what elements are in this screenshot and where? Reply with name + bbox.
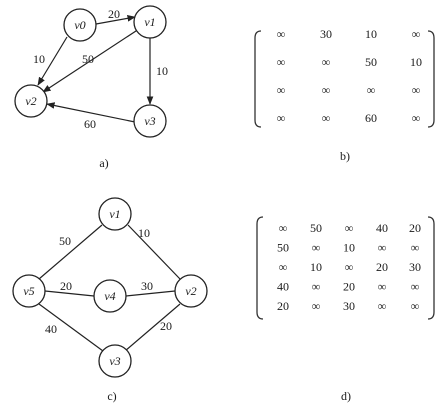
matrix-b-cell-r3-c3: ∞ [412,111,421,125]
edge-weight-v1-v3: 10 [156,64,168,78]
matrix-d-cell-r2-c4: 30 [409,260,421,274]
matrix-b-right-bracket [427,30,435,128]
node-v1 [98,197,132,231]
caption-c: c) [107,389,116,403]
edge-weight-v5-v3: 40 [45,322,57,336]
node-v3 [98,344,132,378]
node-v2 [14,84,48,118]
matrix-b-cell-r0-c2: 10 [365,27,377,41]
matrix-b-cell-r1-c1: ∞ [322,55,331,69]
matrix-d-cell-r4-c4: ∞ [411,299,420,313]
matrix-d-cell-r3-c3: ∞ [378,280,387,294]
matrix-d-cell-r1-c2: 10 [343,241,355,255]
caption-a: a) [99,156,108,170]
matrix-b-cell-r1-c2: 50 [365,55,377,69]
matrix-b-cell-r3-c2: 60 [365,111,377,125]
node-v3-label: v3 [144,114,155,128]
edge-v3-v2 [46,102,136,123]
edge-weight-v5-v4: 20 [60,279,72,293]
node-v5-label: v5 [23,284,34,298]
matrix-d-cell-r1-c4: ∞ [411,241,420,255]
matrix-d-cell-r0-c2: ∞ [345,221,354,235]
matrix-d: ∞ 50 ∞ 40 20 50 ∞ 10 ∞ ∞ ∞ 10 ∞ 20 30 40 ∞ 20 ∞ ∞ 20 ∞ 30 ∞ ∞ d) [256,216,435,403]
node-v2-label: v2 [25,94,36,108]
caption-d: d) [341,389,351,403]
node-v0-label: v0 [74,18,85,32]
matrix-b-cell-r0-c1: 30 [320,27,332,41]
edge-weight-v1-v2: 10 [138,226,150,240]
matrix-d-cell-r3-c4: ∞ [411,280,420,294]
edge-weight-v1-v2: 50 [82,52,94,66]
matrix-d-cell-r2-c3: 20 [376,260,388,274]
node-v5 [12,274,46,308]
node-v1-label: v1 [144,15,155,29]
graph-a: 20 10 50 10 60 v0 v1 v2 v3 a) [14,5,168,170]
node-v2-label: v2 [185,284,196,298]
matrix-b-cell-r2-c2: ∞ [367,83,376,97]
node-v2 [174,274,208,308]
matrix-d-right-bracket [427,216,435,320]
node-v4 [93,279,127,313]
matrix-d-cell-r2-c0: ∞ [279,260,288,274]
node-v3 [133,104,167,138]
matrix-d-cell-r2-c2: ∞ [345,260,354,274]
matrix-d-cell-r4-c2: 30 [343,299,355,313]
node-v1-label: v1 [109,207,120,221]
matrix-b-cell-r3-c1: ∞ [322,111,331,125]
matrix-b-cell-r2-c3: ∞ [412,83,421,97]
edge-weight-v3-v2: 60 [84,117,96,131]
matrix-d-cell-r3-c1: ∞ [312,280,321,294]
edge-weight-v0-v1: 20 [108,7,120,21]
matrix-d-cell-r1-c3: ∞ [378,241,387,255]
edge-v2-v3 [124,303,181,352]
edge-v1-v2 [42,28,140,93]
matrix-d-cell-r0-c3: 40 [376,221,388,235]
matrix-b-cell-r3-c0: ∞ [277,111,286,125]
edge-weight-v4-v2: 30 [141,279,153,293]
caption-b: b) [340,149,350,163]
matrix-d-cell-r0-c1: 50 [310,221,322,235]
edge-v5-v4 [44,290,95,297]
matrix-d-left-bracket [256,216,264,320]
matrix-b-cell-r2-c1: ∞ [322,83,331,97]
matrix-d-cell-r1-c0: 50 [277,241,289,255]
matrix-b-cell-r2-c0: ∞ [277,83,286,97]
edge-weight-v1-v5: 50 [59,234,71,248]
matrix-b-cell-r0-c0: ∞ [277,27,286,41]
node-v4-label: v4 [104,289,115,303]
matrix-d-cell-r0-c4: 20 [409,221,421,235]
node-v0 [63,8,97,42]
edge-v1-v5 [38,224,103,280]
matrix-b-cell-r1-c3: 10 [410,55,422,69]
edge-v4-v2 [125,290,176,297]
edge-v0-v1 [95,15,136,25]
matrix-d-cell-r3-c0: 40 [277,280,289,294]
matrix-d-cell-r3-c2: 20 [343,280,355,294]
node-v1 [133,5,167,39]
node-v3-label: v3 [109,354,120,368]
matrix-b: ∞ 30 10 ∞ ∞ ∞ 50 10 ∞ ∞ ∞ ∞ ∞ ∞ 60 ∞ b) [254,27,435,163]
matrix-d-cell-r2-c1: 10 [310,260,322,274]
matrix-d-cell-r4-c1: ∞ [312,299,321,313]
edge-v0-v2 [37,36,68,86]
matrix-b-cell-r1-c0: ∞ [277,55,286,69]
edge-weight-v0-v2: 10 [33,52,45,66]
matrix-d-cell-r1-c1: ∞ [312,241,321,255]
matrix-d-cell-r4-c3: ∞ [378,299,387,313]
graph-c: 50 10 20 30 40 20 v1 v2 v3 v4 v5 c) [12,197,208,403]
matrix-b-left-bracket [254,30,262,128]
matrix-d-cell-r0-c0: ∞ [279,221,288,235]
edge-v5-v3 [38,303,104,352]
edge-weight-v2-v3: 20 [160,319,172,333]
edge-v1-v2 [127,224,181,280]
matrix-b-cell-r0-c3: ∞ [412,27,421,41]
matrix-d-cell-r4-c0: 20 [277,299,289,313]
